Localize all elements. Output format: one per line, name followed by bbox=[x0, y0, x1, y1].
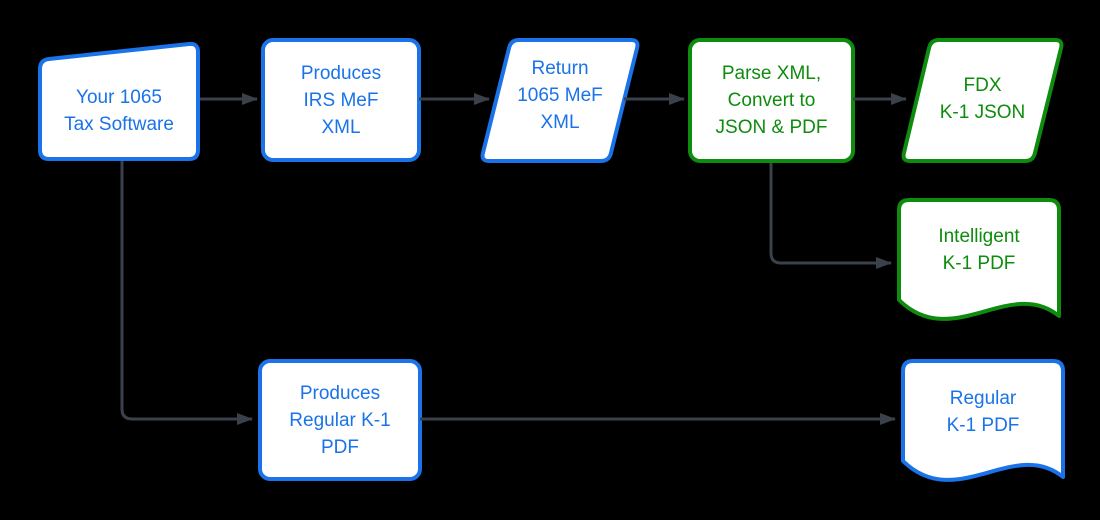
node-produces-regular-k1-pdf-shape bbox=[258, 359, 422, 481]
node-intelligent-k1-pdf-shape bbox=[897, 198, 1061, 321]
node-produces-irs-mef-xml-shape bbox=[261, 38, 421, 162]
arrow-tax-software-to-produces-regular-k1-pdf bbox=[120, 161, 253, 425]
node-return-1065-mef-xml-shape bbox=[480, 38, 640, 163]
node-fdx-k1-json-shape bbox=[901, 38, 1064, 163]
arrow-parse-xml-to-intelligent-k1-pdf bbox=[769, 163, 892, 269]
node-tax-software-shape bbox=[38, 41, 200, 161]
node-regular-k1-pdf-shape bbox=[901, 359, 1065, 482]
node-parse-xml-convert-shape bbox=[688, 38, 855, 163]
